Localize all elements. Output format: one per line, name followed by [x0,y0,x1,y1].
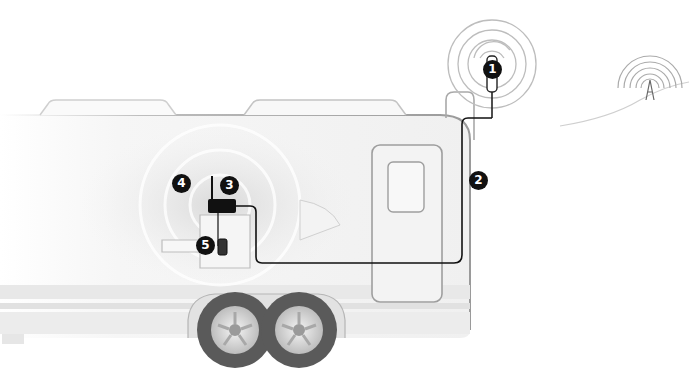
callout-number: 2 [469,171,488,190]
callout-number: 3 [220,176,239,195]
callout-number: 1 [483,60,502,79]
callout-number: 5 [196,236,215,255]
callout-number: 4 [172,174,191,193]
